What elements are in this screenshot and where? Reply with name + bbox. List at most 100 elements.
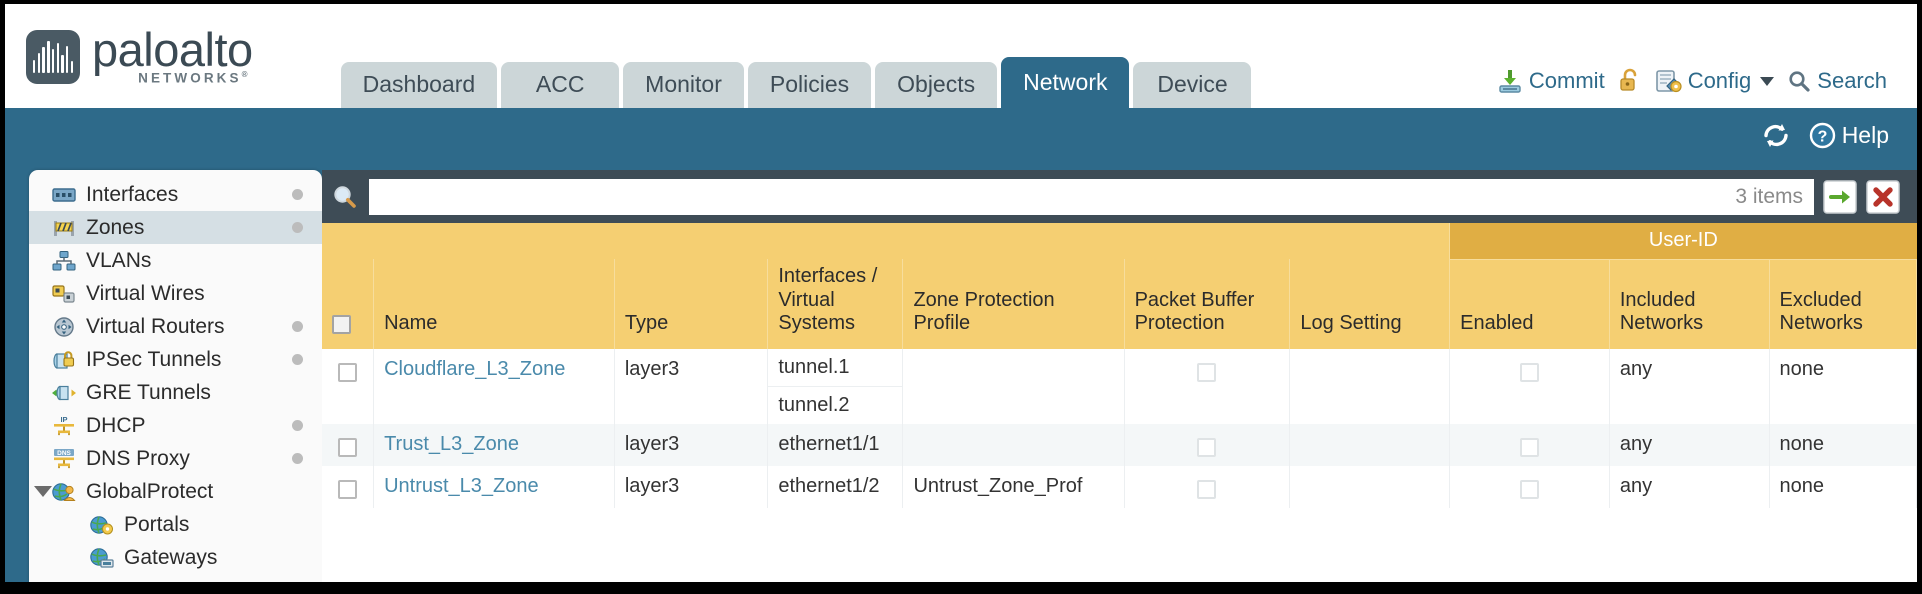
tab-device[interactable]: Device [1133,62,1252,108]
cell-excluded-networks: none [1769,348,1917,424]
table-row[interactable]: Cloudflare_L3_Zone layer3 tunnel.1 tunne… [322,348,1917,424]
svg-text:DNS: DNS [57,450,71,457]
table-row[interactable]: Trust_L3_Zone layer3 ethernet1/1 [322,423,1917,466]
tab-network[interactable]: Network [1001,57,1130,108]
sidebar-item-dhcp[interactable]: IP DHCP [29,409,322,442]
zones-icon [54,220,74,236]
column-header-name[interactable]: Name [373,259,615,349]
cell-interfaces: ethernet1/1 [767,423,904,466]
gre-tunnels-icon [52,385,76,400]
zone-name-link[interactable]: Trust_L3_Zone [384,432,519,455]
cell-included-networks: any [1609,465,1770,508]
sidebar-item-virtual-wires[interactable]: Virtual Wires [29,277,322,310]
userid-enabled-checkbox[interactable] [1519,480,1539,500]
table-group-header-row: User-ID [322,223,1917,260]
sidebar-item-label: Virtual Routers [86,314,225,338]
cell-excluded-networks: none [1769,423,1917,466]
tree-collapse-triangle-icon[interactable] [34,486,52,497]
status-dot [292,222,303,233]
cell-excluded-networks: none [1769,465,1917,508]
item-count-label: 3 items [1735,184,1803,208]
row-checkbox[interactable] [338,438,358,458]
sidebar-item-label: VLANs [86,248,152,272]
commit-label: Commit [1528,68,1605,93]
column-header-excluded-networks[interactable]: Excluded Networks [1769,259,1917,349]
sidebar-item-zones[interactable]: Zones [29,211,322,244]
ipsec-tunnels-icon [53,350,75,369]
userid-enabled-checkbox[interactable] [1519,438,1539,458]
unlock-icon[interactable] [1618,68,1642,94]
cell-packet-buffer-protection [1124,423,1291,466]
search-icon [1789,71,1810,92]
zone-name-link[interactable]: Cloudflare_L3_Zone [384,357,566,380]
cell-type: layer3 [614,423,769,466]
cell-zone-protection-profile [902,348,1125,424]
commit-button[interactable]: Commit [1497,68,1605,94]
cell-type: layer3 [614,465,769,508]
userid-enabled-checkbox[interactable] [1519,363,1539,383]
apply-filter-arrow-icon[interactable] [1823,179,1857,214]
column-header-zone-protection-profile[interactable]: Zone Protection Profile [902,259,1125,349]
select-all-checkbox[interactable] [332,314,351,334]
column-header-included-networks[interactable]: Included Networks [1609,259,1770,349]
column-header-log-setting[interactable]: Log Setting [1289,259,1451,349]
cell-type: layer3 [614,348,769,424]
sidebar-item-interfaces[interactable]: Interfaces [29,178,322,211]
tab-dashboard[interactable]: Dashboard [340,62,498,108]
virtual-wires-icon [52,284,75,303]
zones-table: User-ID Name Type Interfaces / Virtual S… [322,223,1917,508]
column-header-packet-buffer-protection[interactable]: Packet Buffer Protection [1124,259,1291,349]
table-row[interactable]: Untrust_L3_Zone layer3 ethernet1/2 Untru… [322,465,1917,508]
group-header-userid: User-ID [1449,223,1917,260]
column-header-type[interactable]: Type [614,259,769,349]
sidebar-item-label: Portals [124,512,190,536]
sidebar-item-portals[interactable]: Portals [29,508,322,541]
filter-search-input[interactable]: 3 items [369,178,1814,215]
search-icon[interactable] [330,182,360,212]
sub-toolbar: ? Help [5,108,1917,170]
row-checkbox[interactable] [338,480,358,500]
sidebar-item-dns-proxy[interactable]: DNS DNS Proxy [29,442,322,475]
cell-log-setting [1289,348,1451,424]
tab-monitor[interactable]: Monitor [623,62,744,108]
sidebar-item-label: GlobalProtect [86,479,214,503]
packet-buffer-protection-checkbox[interactable] [1197,480,1217,500]
tab-objects[interactable]: Objects [875,62,998,108]
sidebar-item-gre-tunnels[interactable]: GRE Tunnels [29,376,322,409]
cell-log-setting [1289,465,1451,508]
svg-text:?: ? [1817,129,1827,146]
tab-policies[interactable]: Policies [747,62,872,108]
sidebar-item-ipsec-tunnels[interactable]: IPSec Tunnels [29,343,322,376]
config-menu[interactable]: Config [1655,68,1775,94]
table-header-row: Name Type Interfaces / Virtual Systems Z… [322,259,1917,349]
portals-icon [90,515,113,534]
logo-brand-text: paloalto [92,23,253,76]
help-button[interactable]: ? Help [1809,122,1889,149]
column-header-interfaces[interactable]: Interfaces / Virtual Systems [767,259,904,349]
packet-buffer-protection-checkbox[interactable] [1197,438,1217,458]
sidebar-item-vlans[interactable]: VLANs [29,244,322,277]
help-icon: ? [1809,122,1835,149]
sidebar-item-gateways[interactable]: Gateways [29,541,322,574]
refresh-icon[interactable] [1761,122,1791,149]
cell-name: Cloudflare_L3_Zone [373,348,615,424]
tab-acc[interactable]: ACC [501,62,620,108]
sidebar-item-globalprotect[interactable]: GlobalProtect [29,475,322,508]
search-button[interactable]: Search [1787,69,1887,93]
clear-filter-x-icon[interactable] [1866,179,1900,214]
cell-packet-buffer-protection [1124,348,1291,424]
packet-buffer-protection-checkbox[interactable] [1197,363,1217,383]
zones-table-body: Cloudflare_L3_Zone layer3 tunnel.1 tunne… [322,348,1917,508]
chevron-down-icon [1760,76,1775,86]
select-all-header [322,259,375,349]
row-checkbox[interactable] [338,363,358,383]
sidebar-item-label: Gateways [124,545,218,569]
zone-name-link[interactable]: Untrust_L3_Zone [384,474,539,497]
row-select-cell [322,465,375,508]
column-header-userid-enabled[interactable]: Enabled [1449,259,1610,349]
interfaces-icon [52,187,76,202]
row-select-cell [322,348,375,424]
svg-text:IP: IP [60,415,67,424]
cell-name: Untrust_L3_Zone [373,465,615,508]
sidebar-item-virtual-routers[interactable]: Virtual Routers [29,310,322,343]
